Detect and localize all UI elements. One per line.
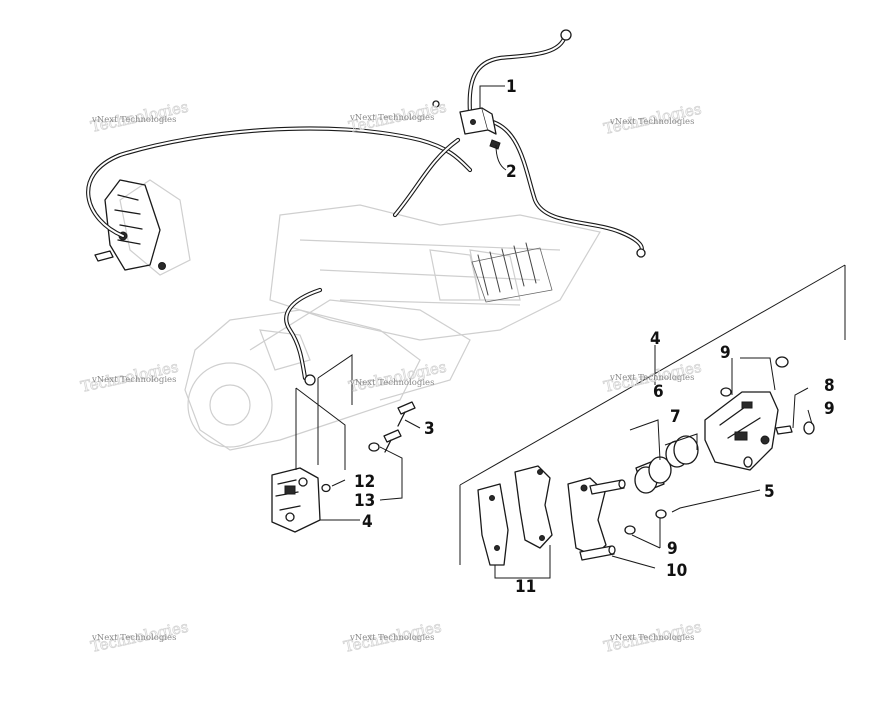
callout-9b: 9 — [824, 399, 835, 419]
callout-3: 3 — [424, 419, 435, 439]
callout-labels: 1 2 3 4 12 13 4 5 6 7 8 9 9 9 10 11 — [354, 77, 835, 597]
watermarks: Technologies vNext Technologies Technolo… — [79, 97, 704, 656]
watermark-text: vNext Technologies — [91, 633, 176, 643]
callout-9c: 9 — [667, 539, 678, 559]
watermark-text: vNext Technologies — [91, 115, 176, 125]
callout-4a: 4 — [650, 329, 661, 349]
brake-caliper-assembled — [271, 467, 321, 533]
watermark-text: vNext Technologies — [609, 373, 694, 383]
callout-4b: 4 — [362, 512, 373, 532]
callout-9a: 9 — [720, 343, 731, 363]
callout-13: 13 — [354, 491, 375, 511]
watermark-text: vNext Technologies — [609, 117, 694, 127]
callout-2: 2 — [506, 162, 517, 182]
callout-11: 11 — [515, 577, 536, 597]
piston-seals — [665, 435, 699, 468]
chassis-ghost-drawing — [119, 179, 601, 451]
callout-12: 12 — [354, 472, 375, 492]
caliper-piston — [634, 456, 672, 494]
brake-pads — [477, 465, 553, 566]
brake-junction-block — [432, 100, 501, 150]
caliper-bolts — [321, 401, 416, 493]
callout-8: 8 — [824, 376, 835, 396]
caliper-bracket — [567, 477, 626, 561]
engine-fins — [471, 242, 553, 303]
brake-lines — [86, 29, 646, 386]
svg-text:Technologies: Technologies — [347, 358, 448, 396]
callout-5: 5 — [764, 482, 775, 502]
watermark-text: vNext Technologies — [349, 378, 434, 388]
callout-1: 1 — [506, 77, 517, 97]
watermark-text: vNext Technologies — [609, 633, 694, 643]
watermark-text: vNext Technologies — [349, 113, 434, 123]
exploded-view-frame — [459, 264, 846, 565]
leader-lines — [295, 85, 813, 579]
caliper-housing — [704, 391, 793, 471]
callout-10: 10 — [666, 561, 687, 581]
watermark-text: vNext Technologies — [349, 633, 434, 643]
callout-6: 6 — [653, 382, 664, 402]
caliper-washers — [624, 356, 815, 535]
watermark-text: vNext Technologies — [91, 375, 176, 385]
callout-7: 7 — [670, 407, 681, 427]
